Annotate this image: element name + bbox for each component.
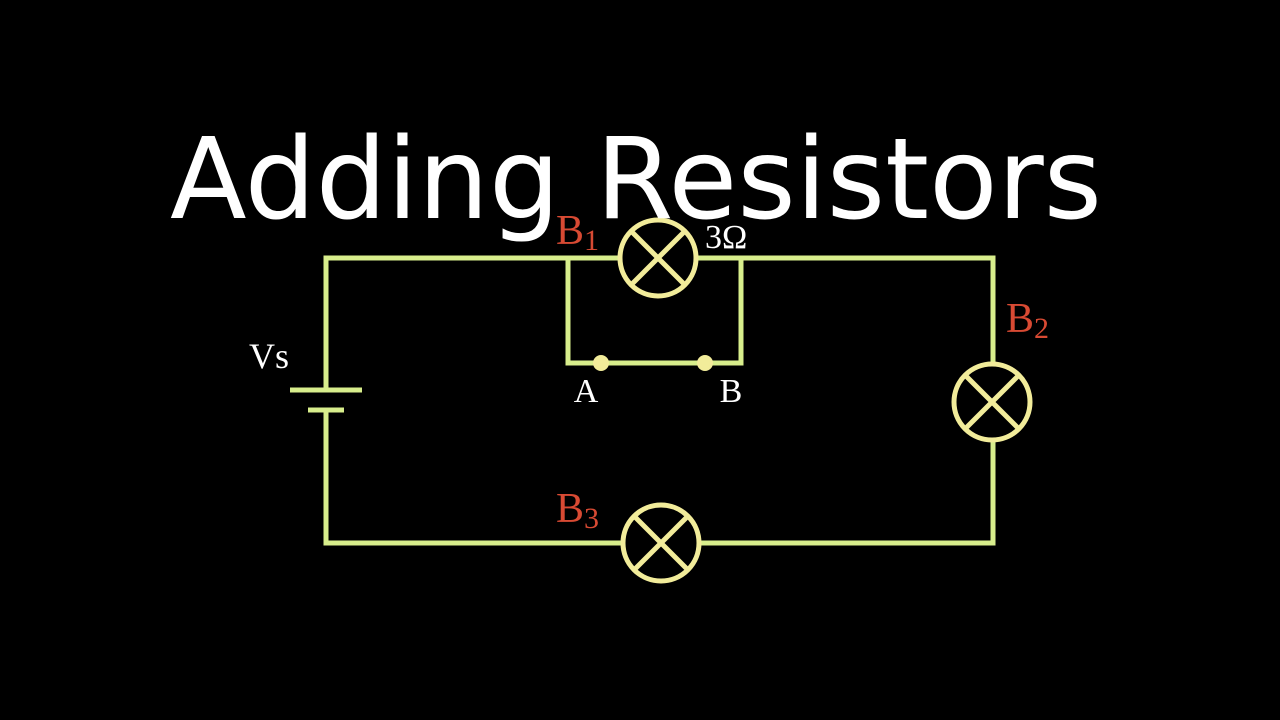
bulb-b2-label-letter: B — [1006, 296, 1034, 342]
bulb-b3-label: B3 — [556, 486, 599, 535]
battery-icon — [290, 387, 362, 413]
bulb-b1-label-sub: 1 — [584, 224, 599, 257]
wires — [323, 255, 996, 546]
resistance-label: 3Ω — [705, 219, 747, 256]
bulb-b2-cross-b — [963, 373, 1021, 431]
bulb-b1-label: B1 — [556, 208, 599, 257]
junction-dot-icon — [593, 355, 609, 371]
bulb-b1 — [617, 217, 699, 299]
bulb-b2 — [951, 361, 1033, 443]
bulb-b3-label-letter: B — [556, 486, 584, 532]
page-title: Adding Resistors — [170, 115, 1102, 245]
bulb-b1-label-letter: B — [556, 208, 584, 254]
node-a-label: A — [574, 373, 599, 410]
wire-top-left — [323, 255, 623, 393]
wire-bottom-left — [323, 407, 625, 546]
bulb-b3 — [620, 502, 702, 584]
bulb-b2-label-sub: 2 — [1034, 312, 1049, 345]
wire-right-lower — [697, 439, 996, 546]
wire-top-right — [695, 255, 996, 366]
junction-dot-icon — [697, 355, 713, 371]
node-b-label: B — [720, 373, 743, 410]
wire-bypass — [565, 255, 744, 366]
source-label: Vs — [249, 336, 289, 376]
bulb-b2-label: B2 — [1006, 296, 1049, 345]
bulb-b3-cross-b — [632, 514, 690, 572]
bulb-b3-label-sub: 3 — [584, 502, 599, 535]
bulb-b1-cross-b — [629, 229, 687, 287]
